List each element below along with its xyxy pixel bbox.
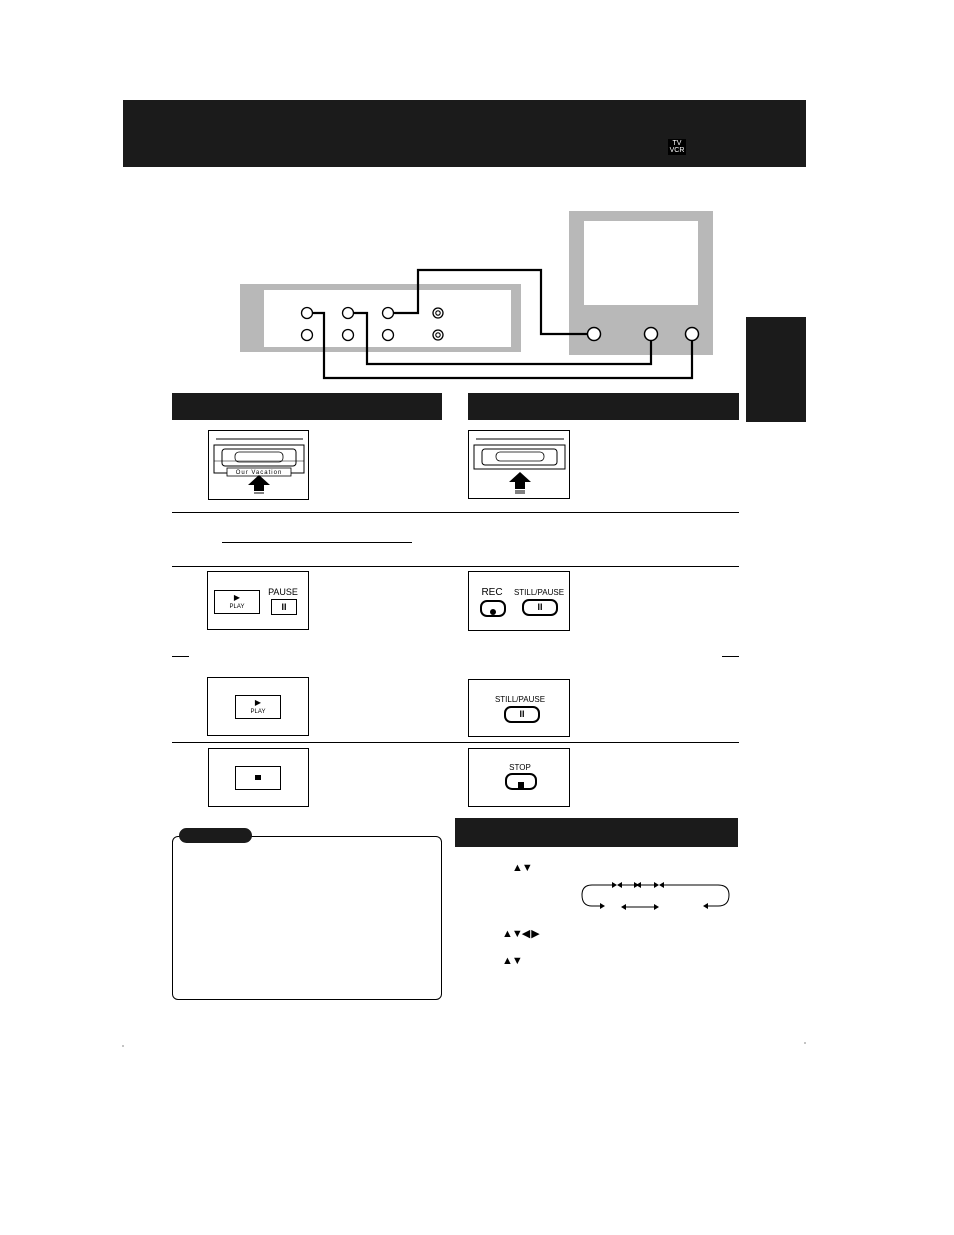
section-side-tab xyxy=(746,317,806,422)
tv-jack-audio-l xyxy=(643,326,659,342)
cable-audio-l xyxy=(348,311,653,366)
vcr-badge-label: VCR xyxy=(669,147,685,154)
stop-panel-left xyxy=(208,748,309,807)
still-pause-label: STILL/PAUSE xyxy=(513,588,565,597)
play-icon: ▶ xyxy=(233,593,241,602)
tv-screen xyxy=(584,221,698,305)
vcr-slot-icon xyxy=(473,438,566,494)
arrow-keys-all: ▲▼◀ ▶ xyxy=(502,928,540,940)
vcr-jack-6 xyxy=(381,328,395,342)
tv-jack-video xyxy=(586,326,602,342)
stop-icon xyxy=(255,775,261,780)
play-button-2[interactable]: ▶ PLAY xyxy=(235,695,281,719)
note-mark-left xyxy=(172,656,189,657)
stop-panel-right: STOP xyxy=(468,748,570,807)
underline-rule xyxy=(222,542,412,543)
resume-play-panel: ▶ PLAY xyxy=(207,677,309,736)
note-tab xyxy=(179,828,252,843)
connection-diagram xyxy=(172,211,739,420)
recording-section-bar xyxy=(468,393,739,420)
vcr-rf-jack-1 xyxy=(432,307,444,319)
vcr-jack-2 xyxy=(341,306,355,320)
stop-button[interactable] xyxy=(235,766,281,790)
play-icon: ▶ xyxy=(254,698,262,707)
up-down-arrows-2: ▲▼ xyxy=(502,955,523,967)
stop-label: STOP xyxy=(509,763,531,772)
rec-still-panel: REC STILL/PAUSE II xyxy=(468,571,570,631)
rec-button[interactable] xyxy=(480,600,506,617)
rec-icon xyxy=(490,609,496,615)
play-label-2: PLAY xyxy=(250,709,266,715)
still-pause-label-2: STILL/PAUSE xyxy=(494,695,546,704)
note-mark-right xyxy=(722,656,739,657)
pause-label: PAUSE xyxy=(268,587,298,597)
pause-button[interactable]: II xyxy=(271,599,297,615)
cassette-label: Our Vacation xyxy=(235,470,283,476)
still-pause-button[interactable]: II xyxy=(522,599,558,616)
tv-jack-audio-r xyxy=(684,326,700,342)
play-button[interactable]: ▶ PLAY xyxy=(214,590,260,614)
header-bar xyxy=(123,100,806,167)
still-pause-icon: II xyxy=(519,709,525,719)
insert-cassette-panel-left: Our Vacation xyxy=(208,430,309,500)
up-down-arrows-1: ▲▼ xyxy=(512,862,533,874)
still-pause-panel-2: STILL/PAUSE II xyxy=(468,679,570,737)
playback-section-bar xyxy=(172,393,442,420)
menu-section-bar xyxy=(455,818,738,847)
vcr-rf-jack-2 xyxy=(432,329,444,341)
still-pause-icon: II xyxy=(537,602,543,612)
vcr-jack-5 xyxy=(341,328,355,342)
divider-2 xyxy=(172,566,739,567)
tv-vcr-badge: TV VCR xyxy=(668,139,686,155)
stop-icon xyxy=(518,782,524,788)
pause-icon: II xyxy=(281,602,287,612)
vcr-jack-3 xyxy=(381,306,395,320)
note-box xyxy=(172,836,442,1000)
cycle-left-loop xyxy=(581,884,612,907)
still-pause-button-2[interactable]: II xyxy=(504,706,540,723)
cable-video xyxy=(393,268,594,336)
play-pause-panel: ▶ PLAY PAUSE II xyxy=(207,571,309,630)
vcr-slot-icon xyxy=(213,438,305,494)
tv-badge-label: TV xyxy=(672,140,682,147)
rec-label: REC xyxy=(481,587,503,598)
divider-3 xyxy=(172,742,739,743)
vcr-jack-1 xyxy=(300,306,314,320)
vcr-jack-4 xyxy=(300,328,314,342)
divider-1 xyxy=(172,512,739,513)
cable-audio-r xyxy=(307,311,694,380)
cycle-right-loop xyxy=(664,884,730,907)
insert-cassette-panel-right xyxy=(468,430,570,499)
stop-button-2[interactable] xyxy=(505,773,537,790)
play-label: PLAY xyxy=(229,604,245,610)
